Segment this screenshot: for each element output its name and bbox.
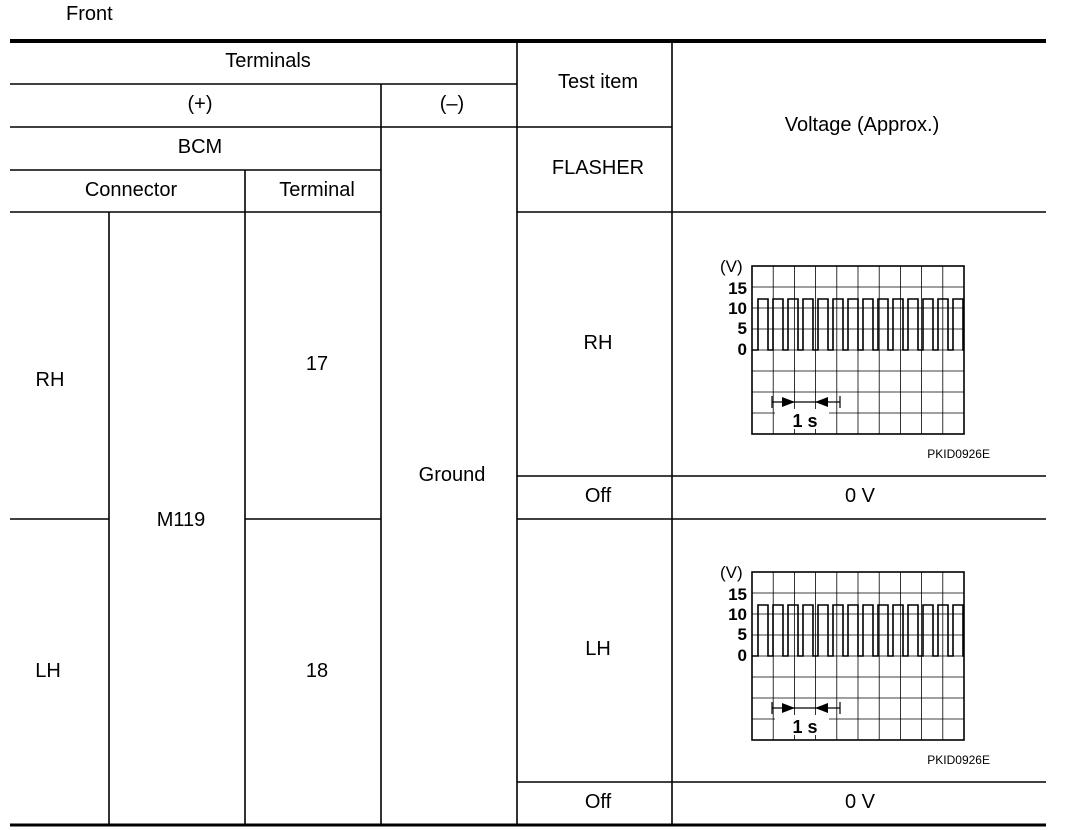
header-minus: (–) — [440, 93, 464, 115]
y-tick-15: 15 — [728, 585, 747, 604]
time-scale-marker: 1 s — [771, 396, 841, 431]
arrow-left-icon — [815, 703, 828, 713]
arrow-right-icon — [782, 703, 795, 713]
row-rh-off-label: Off — [585, 485, 612, 507]
y-tick-15: 15 — [728, 279, 747, 298]
caption-front: Front — [66, 3, 113, 25]
figure-code: PKID0926E — [927, 447, 990, 461]
table-vertical-lines — [108, 41, 673, 825]
table-horizontal-lines — [10, 83, 1046, 783]
header-flasher: FLASHER — [552, 157, 644, 179]
y-tick-0: 0 — [738, 340, 747, 359]
row-rh-terminal: 17 — [306, 353, 328, 375]
pulse-waveform — [752, 298, 964, 351]
row-rh-off-voltage: 0 V — [845, 485, 876, 507]
ground-label: Ground — [419, 464, 486, 486]
header-plus: (+) — [188, 93, 213, 115]
y-axis-unit: (V) — [720, 257, 743, 276]
figure-code: PKID0926E — [927, 753, 990, 767]
row-lh-off-voltage: 0 V — [845, 791, 876, 813]
y-axis-unit: (V) — [720, 563, 743, 582]
row-lh-side: LH — [35, 660, 61, 682]
header-test-item: Test item — [558, 71, 638, 93]
header-voltage: Voltage (Approx.) — [785, 114, 940, 136]
time-scale-label: 1 s — [792, 717, 817, 737]
time-scale-marker: 1 s — [771, 702, 841, 737]
header-bcm: BCM — [178, 136, 222, 158]
header-connector: Connector — [85, 179, 178, 201]
header-terminals: Terminals — [225, 50, 311, 72]
arrow-right-icon — [782, 397, 795, 407]
y-tick-5: 5 — [738, 319, 747, 338]
row-lh-test-label: LH — [585, 638, 611, 660]
y-tick-5: 5 — [738, 625, 747, 644]
arrow-left-icon — [815, 397, 828, 407]
row-rh-test-label: RH — [584, 332, 613, 354]
y-tick-10: 10 — [728, 299, 747, 318]
y-tick-10: 10 — [728, 605, 747, 624]
row-lh-off-label: Off — [585, 791, 612, 813]
header-terminal: Terminal — [279, 179, 355, 201]
row-lh-terminal: 18 — [306, 660, 328, 682]
y-tick-0: 0 — [738, 646, 747, 665]
lh-flasher-waveform-graph: 15 10 5 0 (V) 1 s PKID0926E — [720, 563, 990, 767]
row-rh-side: RH — [36, 369, 65, 391]
time-scale-label: 1 s — [792, 411, 817, 431]
pulse-waveform — [752, 604, 964, 657]
connector-value: M119 — [157, 509, 206, 531]
rh-flasher-waveform-graph: 15 10 5 0 (V) 1 s PKID0926E — [720, 257, 990, 461]
